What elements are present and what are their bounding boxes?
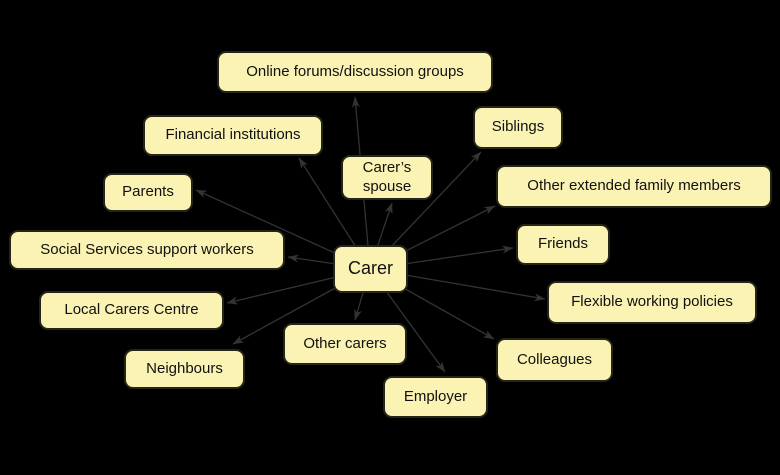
- node-label: Employer: [403, 387, 468, 405]
- node-financial-institutions: Financial institutions: [143, 115, 323, 156]
- node-social-services: Social Services support workers: [9, 230, 285, 270]
- node-label: Local Carers Centre: [64, 301, 199, 319]
- node-extended-family: Other extended family members: [496, 165, 772, 208]
- node-carers-spouse: Carer’s spouse: [341, 155, 433, 200]
- node-label: Financial institutions: [165, 126, 301, 144]
- node-label: Other carers: [303, 334, 387, 352]
- node-label: Colleagues: [516, 350, 593, 368]
- node-label: Siblings: [491, 118, 545, 136]
- node-label: Flexible working policies: [571, 293, 733, 311]
- node-online-forums: Online forums/discussion groups: [217, 51, 493, 93]
- node-siblings: Siblings: [473, 106, 563, 149]
- node-parents: Parents: [103, 173, 193, 212]
- node-label: Online forums/discussion groups: [246, 62, 464, 80]
- node-label: Carer’s spouse: [362, 159, 412, 195]
- node-label: Friends: [537, 235, 589, 253]
- node-employer: Employer: [383, 376, 488, 418]
- node-label: Carer: [347, 258, 393, 279]
- node-flexible-working: Flexible working policies: [547, 281, 757, 324]
- node-local-carers-centre: Local Carers Centre: [39, 291, 224, 330]
- node-label: Other extended family members: [527, 177, 741, 195]
- node-carer-center: Carer: [333, 245, 408, 293]
- node-label: Parents: [122, 183, 174, 201]
- node-label: Social Services support workers: [40, 240, 254, 258]
- node-other-carers: Other carers: [283, 323, 407, 365]
- node-colleagues: Colleagues: [496, 338, 613, 382]
- node-label: Neighbours: [146, 359, 223, 377]
- node-friends: Friends: [516, 224, 610, 265]
- node-neighbours: Neighbours: [124, 349, 245, 389]
